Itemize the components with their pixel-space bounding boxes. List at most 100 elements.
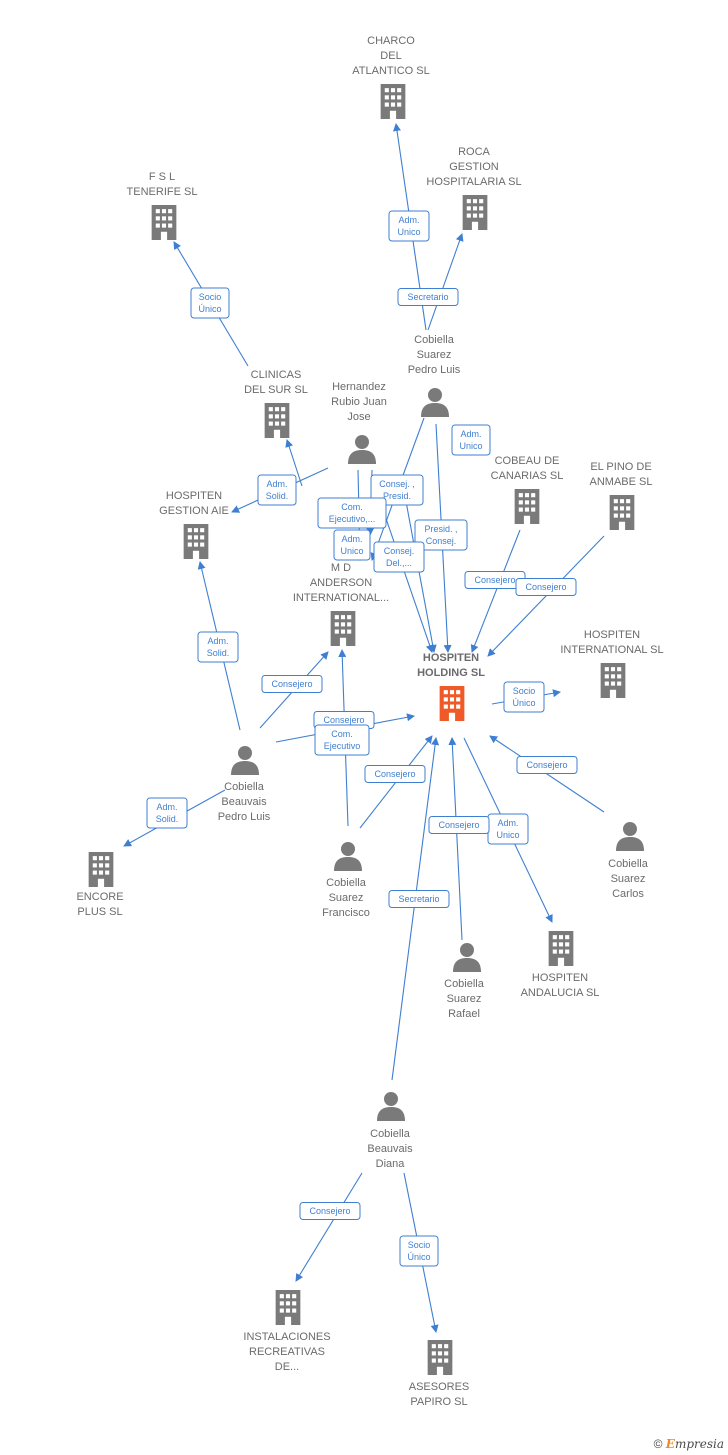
relation-label[interactable]: Com.Ejecutivo,... <box>317 497 387 529</box>
relation-box <box>399 1235 439 1267</box>
relation-label[interactable]: Consejero <box>515 578 577 596</box>
relation-box <box>261 675 323 693</box>
node-label: Cobiella <box>224 781 265 793</box>
relation-text: Único <box>407 1252 430 1262</box>
empresia-logo[interactable]: Empresia <box>666 1437 724 1451</box>
relation-text: Consejero <box>309 1206 350 1216</box>
relation-label[interactable]: Adm.Solid. <box>146 797 188 829</box>
relation-label[interactable]: Adm.Unico <box>333 529 371 561</box>
building-icon <box>462 195 488 230</box>
person-icon <box>348 435 376 464</box>
relation-label[interactable]: Com.Ejecutivo <box>314 724 370 756</box>
node-label: Beauvais <box>367 1143 413 1155</box>
relation-text: Adm. <box>266 479 287 489</box>
relation-text: Unico <box>397 227 420 237</box>
relation-label[interactable]: Consejero <box>299 1202 361 1220</box>
focus-building-icon <box>439 686 465 721</box>
building-icon <box>275 1290 301 1325</box>
relation-label[interactable]: Secretario <box>388 890 450 908</box>
relation-label[interactable]: Adm.Unico <box>487 813 529 845</box>
person-icon <box>421 388 449 417</box>
relation-text: Adm. <box>207 636 228 646</box>
relation-label[interactable]: Consejero <box>364 765 426 783</box>
relation-label[interactable]: Presid. ,Consej. <box>414 519 468 551</box>
node-label: DEL <box>380 50 401 62</box>
relationship-edge <box>391 737 440 1081</box>
node-label: Rubio Juan <box>331 396 387 408</box>
node-label: Suarez <box>611 873 646 885</box>
person-icon <box>231 746 259 775</box>
relation-box <box>314 724 370 756</box>
relation-box <box>516 756 578 774</box>
relation-label[interactable]: Adm.Solid. <box>197 631 239 663</box>
relation-label[interactable]: Secretario <box>397 288 459 306</box>
node-label: Francisco <box>322 907 370 919</box>
company-node-instalaciones[interactable]: INSTALACIONESRECREATIVASDE... <box>243 1290 331 1373</box>
relation-box <box>317 497 387 529</box>
relation-text: Consejero <box>438 820 479 830</box>
relation-text: Presid. <box>383 491 411 501</box>
node-label: PAPIRO SL <box>410 1396 467 1408</box>
relation-box <box>397 288 459 306</box>
relation-text: Com. <box>331 729 353 739</box>
relation-box <box>515 578 577 596</box>
relation-text: Socio <box>408 1240 431 1250</box>
relation-text: Consejero <box>271 679 312 689</box>
relation-text: Secretario <box>398 894 439 904</box>
node-label: ROCA <box>458 146 490 158</box>
person-icon <box>453 943 481 972</box>
relation-label[interactable]: Adm.Solid. <box>257 474 297 506</box>
node-label: INTERNATIONAL SL <box>560 644 663 656</box>
node-label: INSTALACIONES <box>243 1331 330 1343</box>
relation-text: Adm. <box>460 429 481 439</box>
relation-label[interactable]: Consejero <box>261 675 323 693</box>
node-label: HOSPITALARIA SL <box>426 176 521 188</box>
relation-text: Unico <box>459 441 482 451</box>
relation-box <box>428 816 490 834</box>
node-label: Hernandez <box>332 381 386 393</box>
node-label: Suarez <box>417 349 452 361</box>
node-label: Cobiella <box>370 1128 411 1140</box>
relation-text: Del.,... <box>386 558 412 568</box>
relationship-edge <box>285 439 303 487</box>
relation-box <box>333 529 371 561</box>
relation-label[interactable]: Consej. ,Presid. <box>370 474 424 506</box>
relation-label[interactable]: Consej.Del.,... <box>373 541 425 573</box>
relation-label[interactable]: Consejero <box>516 756 578 774</box>
relation-label[interactable]: Adm. Unico <box>451 424 491 456</box>
relation-box <box>299 1202 361 1220</box>
relation-text: Consejero <box>374 769 415 779</box>
relation-box <box>197 631 239 663</box>
relationship-edge <box>427 233 464 331</box>
relation-box <box>257 474 297 506</box>
relation-text: Socio <box>513 686 536 696</box>
relation-label[interactable]: Adm.Unico <box>388 210 430 242</box>
node-label: F S L <box>149 171 175 183</box>
company-node-mdanderson[interactable]: M DANDERSONINTERNATIONAL... <box>293 562 389 646</box>
relation-label[interactable]: Consejero <box>428 816 490 834</box>
relation-text: Com. <box>341 502 363 512</box>
relation-box <box>370 474 424 506</box>
